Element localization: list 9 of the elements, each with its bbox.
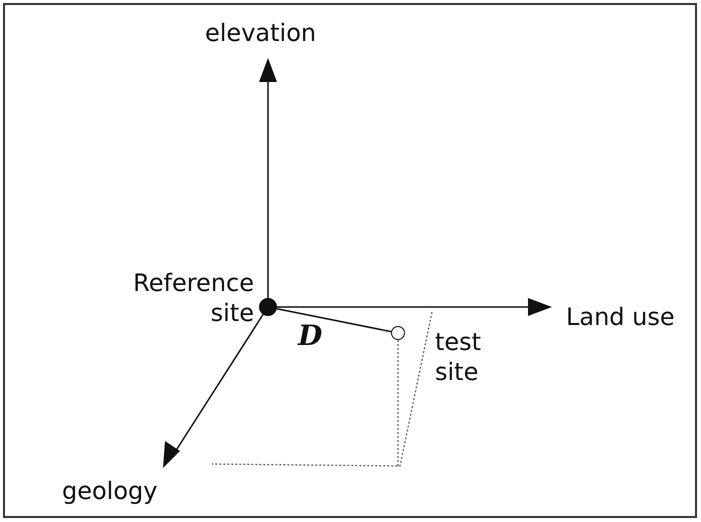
axis-label: geology — [62, 476, 158, 506]
test-site-circle — [391, 326, 405, 340]
reference-site-caption: Reference site — [132, 268, 254, 328]
reference-site-dot — [259, 298, 277, 316]
test-site-caption: test site — [435, 327, 482, 387]
edge-label: D — [298, 322, 322, 350]
axis-label: Land use — [566, 302, 675, 332]
axis-label: elevation — [205, 18, 316, 48]
connector-line — [276, 308, 392, 332]
